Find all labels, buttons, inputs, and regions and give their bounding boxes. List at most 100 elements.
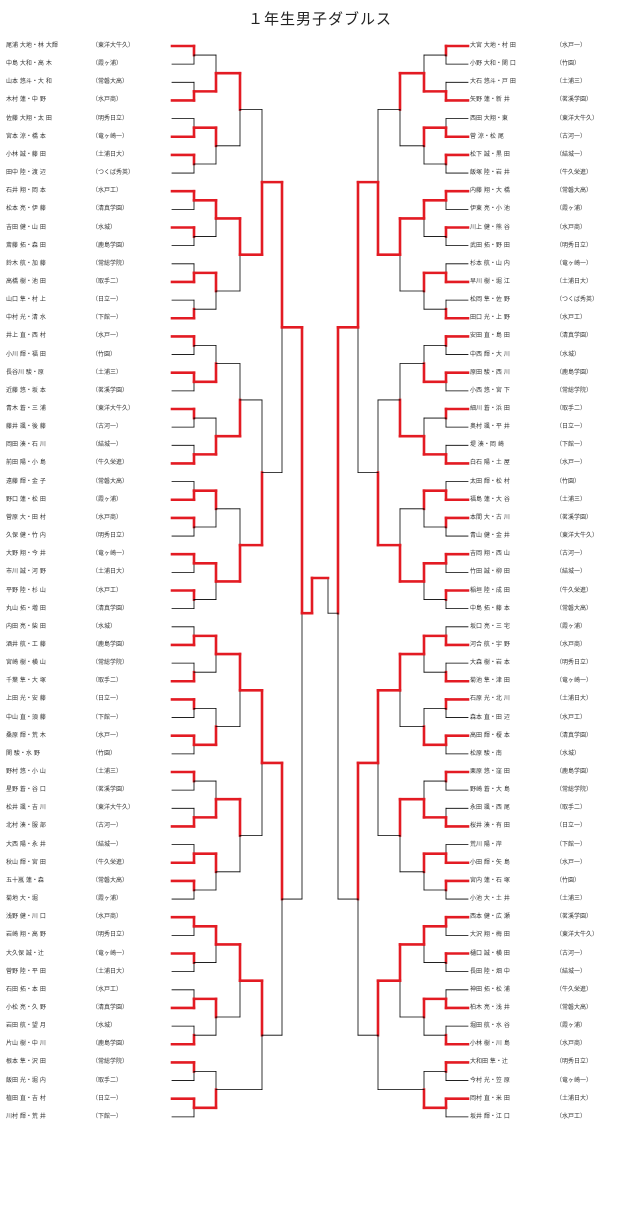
entry-names: 石田 拓・本 田	[6, 985, 46, 993]
entry-names: 福島 蓮・大 谷	[470, 495, 510, 503]
entry-club: （水戸一）	[92, 731, 123, 739]
entry-club: （土浦日大）	[556, 695, 593, 703]
entry-club: （清真学園）	[556, 332, 593, 340]
entry-club: （牛久栄進）	[556, 169, 593, 177]
entry-names: 宮内 蓮・石 塚	[470, 876, 510, 884]
entry-club: （水城）	[92, 223, 117, 231]
entry-club: （下館一）	[556, 441, 587, 449]
entry-names: 前田 陽・小 島	[6, 459, 46, 467]
entry-names: 大石 悠斗・戸 田	[470, 78, 516, 86]
entry-club: （日立一）	[92, 1094, 123, 1102]
entry-names: 小林 誠・藤 田	[6, 150, 46, 158]
entry-club: （茗溪学園）	[92, 786, 129, 794]
entry-club: （鹿島学園）	[556, 368, 593, 376]
entry-club: （結城一）	[556, 967, 587, 975]
entry-club: （水戸工）	[92, 187, 123, 195]
entry-names: 星野 蒼・谷 口	[6, 786, 46, 794]
entry-club: （常磐大高）	[556, 604, 593, 612]
entry-names: 神田 拓・松 浦	[470, 985, 510, 993]
entry-club: （茗溪学園）	[556, 96, 593, 104]
entry-names: 今村 光・笠 原	[470, 1076, 510, 1084]
entry-names: 岡村 直・米 田	[470, 1094, 510, 1102]
entry-names: 山本 悠斗・大 和	[6, 78, 52, 86]
entry-club: （霞ヶ浦）	[92, 495, 123, 503]
entry-club: （土浦日大）	[556, 1094, 593, 1102]
entry-club: （水戸工）	[556, 314, 587, 322]
entry-club: （霞ヶ浦）	[92, 895, 123, 903]
entry-names: 内田 亮・柴 田	[6, 622, 46, 630]
entry-names: 千葉 隼・大 塚	[6, 677, 46, 685]
entry-club: （日立一）	[92, 296, 123, 304]
entry-club: （土浦三）	[92, 768, 123, 775]
entry-names: 大野 翔・今 井	[6, 550, 46, 558]
entry-club: （竜ヶ崎一）	[92, 949, 129, 957]
entry-names: 中島 拓・藤 本	[470, 604, 510, 612]
entry-names: 松井 颯・吉 川	[6, 804, 46, 812]
entry-club: （結城一）	[92, 441, 123, 449]
entry-club: （常磐大高）	[556, 187, 593, 195]
entry-club: （水戸商）	[556, 1040, 587, 1048]
entry-names: 原田 駿・西 川	[470, 368, 510, 376]
entry-club: （古河一）	[92, 822, 123, 830]
entry-names: 吉岡 翔・西 山	[470, 550, 510, 558]
entry-names: 田中 陸・渡 辺	[6, 169, 46, 177]
entry-names: 大久保 誠・辻	[6, 949, 44, 957]
entry-club: （土浦三）	[556, 495, 587, 503]
entry-names: 長谷川 駿・原	[6, 368, 44, 376]
entry-names: 野村 悠・小 山	[6, 768, 46, 775]
entry-names: 田口 光・上 野	[470, 314, 510, 322]
entry-names: 木村 蓮・中 野	[6, 96, 46, 104]
entry-names: 上田 光・安 藤	[6, 695, 46, 703]
entry-club: （水戸工）	[92, 586, 123, 594]
entry-names: 宮崎 樹・横 山	[6, 659, 46, 667]
entry-club: （取手二）	[556, 405, 587, 412]
entry-names: 河合 航・宇 野	[470, 640, 510, 648]
entry-names: 高田 輝・榎 本	[470, 731, 510, 739]
entry-club: （水戸商）	[92, 96, 123, 104]
entry-club: （清真学園）	[92, 205, 129, 213]
entry-names: 丸山 拓・増 田	[6, 604, 46, 612]
entry-names: 平野 陸・杉 山	[6, 586, 46, 594]
entry-names: 五十嵐 蓮・森	[6, 876, 44, 884]
entry-club: （東洋大牛久）	[556, 931, 599, 939]
entry-club: （結城一）	[556, 150, 587, 158]
entry-names: 宮本 涼・橋 本	[6, 132, 46, 140]
entry-names: 武田 拓・野 田	[470, 241, 510, 249]
entry-club: （常総学院）	[556, 386, 593, 394]
entry-club: （日立一）	[556, 423, 587, 431]
entry-club: （常総学院）	[92, 1058, 129, 1066]
entry-club: （竜ヶ崎一）	[556, 677, 593, 685]
entry-club: （茗溪学園）	[92, 386, 129, 394]
entry-names: 近藤 悠・坂 本	[6, 386, 46, 394]
entry-names: 野崎 蒼・大 島	[470, 786, 510, 794]
entry-names: 松岡 隼・佐 野	[470, 296, 510, 304]
entry-names: 石原 光・北 川	[470, 695, 510, 703]
entry-club: （取手二）	[92, 277, 123, 285]
entry-names: 奥村 颯・平 井	[470, 423, 510, 431]
entry-names: 長田 陸・畑 中	[470, 967, 510, 975]
entry-club: （古河一）	[556, 550, 587, 558]
entry-names: 栗原 悠・窪 田	[470, 768, 510, 775]
entry-names: 大宮 大地・村 田	[470, 42, 516, 49]
entry-club: （竹園）	[92, 749, 117, 757]
entry-club: （取手二）	[92, 677, 123, 685]
entry-club: （竜ヶ崎一）	[92, 132, 129, 140]
entry-club: （明秀日立）	[92, 114, 129, 122]
entry-club: （竜ヶ崎一）	[556, 259, 593, 267]
entry-club: （竹園）	[556, 477, 581, 485]
entry-names: 内藤 翔・大 橋	[470, 187, 510, 195]
entry-club: （日立一）	[92, 695, 123, 703]
entry-names: 坂井 輝・江 口	[470, 1112, 510, 1120]
entry-names: 稲垣 陸・成 田	[470, 586, 510, 594]
entry-club: （明秀日立）	[92, 931, 129, 939]
entry-names: 佐藤 大翔・太 田	[6, 114, 52, 122]
entry-names: 坂口 亮・三 宅	[470, 622, 510, 630]
entry-club: （常総学院）	[92, 659, 129, 667]
entry-club: （明秀日立）	[556, 659, 593, 667]
entry-club: （土浦日大）	[92, 967, 129, 975]
entry-names: 松原 駿・南	[470, 749, 502, 757]
entry-club: （鹿島学園）	[92, 1040, 129, 1048]
entry-club: （水戸一）	[92, 332, 123, 340]
entry-names: 片山 樹・中 川	[6, 1040, 46, 1048]
entry-names: 小田 輝・矢 島	[470, 858, 510, 866]
